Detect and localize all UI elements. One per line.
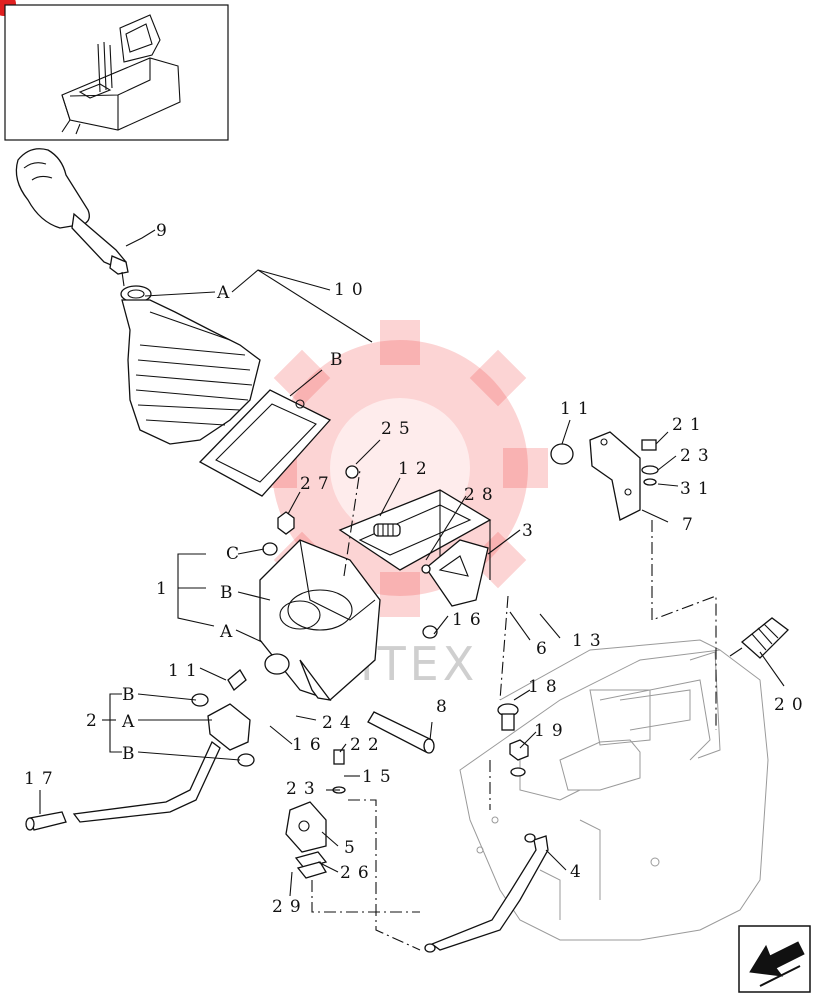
callout-A-1: A xyxy=(219,622,239,642)
bezel-frame xyxy=(198,389,332,497)
callout-10: 10 xyxy=(334,280,370,300)
callout-21: 21 xyxy=(672,415,708,435)
assembly-lines xyxy=(311,469,717,951)
callout-18: 18 xyxy=(528,677,564,697)
callout-23-top: 23 xyxy=(680,446,716,466)
pin-8 xyxy=(367,711,435,754)
plug-20 xyxy=(729,617,789,659)
callout-27: 27 xyxy=(300,474,336,494)
callout-19: 19 xyxy=(534,721,570,741)
lever-arm-2 xyxy=(25,693,255,831)
callout-24: 24 xyxy=(322,713,358,733)
watermark-text: ITEX xyxy=(360,637,478,691)
callout-12: 12 xyxy=(398,459,434,479)
callout-A-top: A xyxy=(216,283,236,303)
leader-lines xyxy=(39,229,785,897)
gear-lever xyxy=(15,148,129,287)
rod-4 xyxy=(424,833,549,953)
bolt-18-19 xyxy=(497,703,529,777)
callout-B-top: B xyxy=(330,350,350,370)
spring-housing xyxy=(338,465,492,607)
callout-8: 8 xyxy=(436,697,454,717)
cap-11 xyxy=(227,443,574,691)
callout-15: 15 xyxy=(362,767,398,787)
callout-B-1: B xyxy=(220,583,240,603)
callout-2: 2 xyxy=(86,711,104,731)
callout-11-top: 11 xyxy=(560,399,596,419)
callout-1: 1 xyxy=(156,579,174,599)
callout-13: 13 xyxy=(572,631,608,651)
bracket-7 xyxy=(589,431,659,521)
machine-body xyxy=(459,639,769,941)
callout-4: 4 xyxy=(570,862,588,882)
callout-7: 7 xyxy=(682,515,700,535)
callout-25: 25 xyxy=(381,419,417,439)
callout-6: 6 xyxy=(536,639,554,659)
callout-5: 5 xyxy=(344,838,362,858)
callout-C: C xyxy=(226,544,246,564)
page-turn-arrow-icon[interactable] xyxy=(738,925,811,993)
thumbnail-inset xyxy=(4,4,229,141)
callout-labels: 9 10 A B 25 12 27 28 3 11 21 23 31 7 1 C… xyxy=(24,221,810,917)
callout-9: 9 xyxy=(156,221,174,241)
console-bracket xyxy=(259,511,438,701)
callout-23-bot: 23 xyxy=(286,779,322,799)
callout-16-b: 16 xyxy=(292,735,328,755)
callout-17: 17 xyxy=(24,769,60,789)
gaiter-boot xyxy=(120,285,261,445)
callout-31: 31 xyxy=(680,479,716,499)
callout-11-bot: 11 xyxy=(168,661,204,681)
callout-A-2: A xyxy=(121,712,141,732)
callout-3: 3 xyxy=(522,521,540,541)
bracket-5 xyxy=(285,749,346,879)
callout-22: 22 xyxy=(350,735,386,755)
callout-B-2a: B xyxy=(122,685,142,705)
callout-16-a: 16 xyxy=(452,610,488,630)
callout-28: 28 xyxy=(464,485,500,505)
callout-29: 29 xyxy=(272,897,308,917)
callout-20: 20 xyxy=(774,695,810,715)
callout-B-2b: B xyxy=(122,744,142,764)
callout-26: 26 xyxy=(340,863,376,883)
